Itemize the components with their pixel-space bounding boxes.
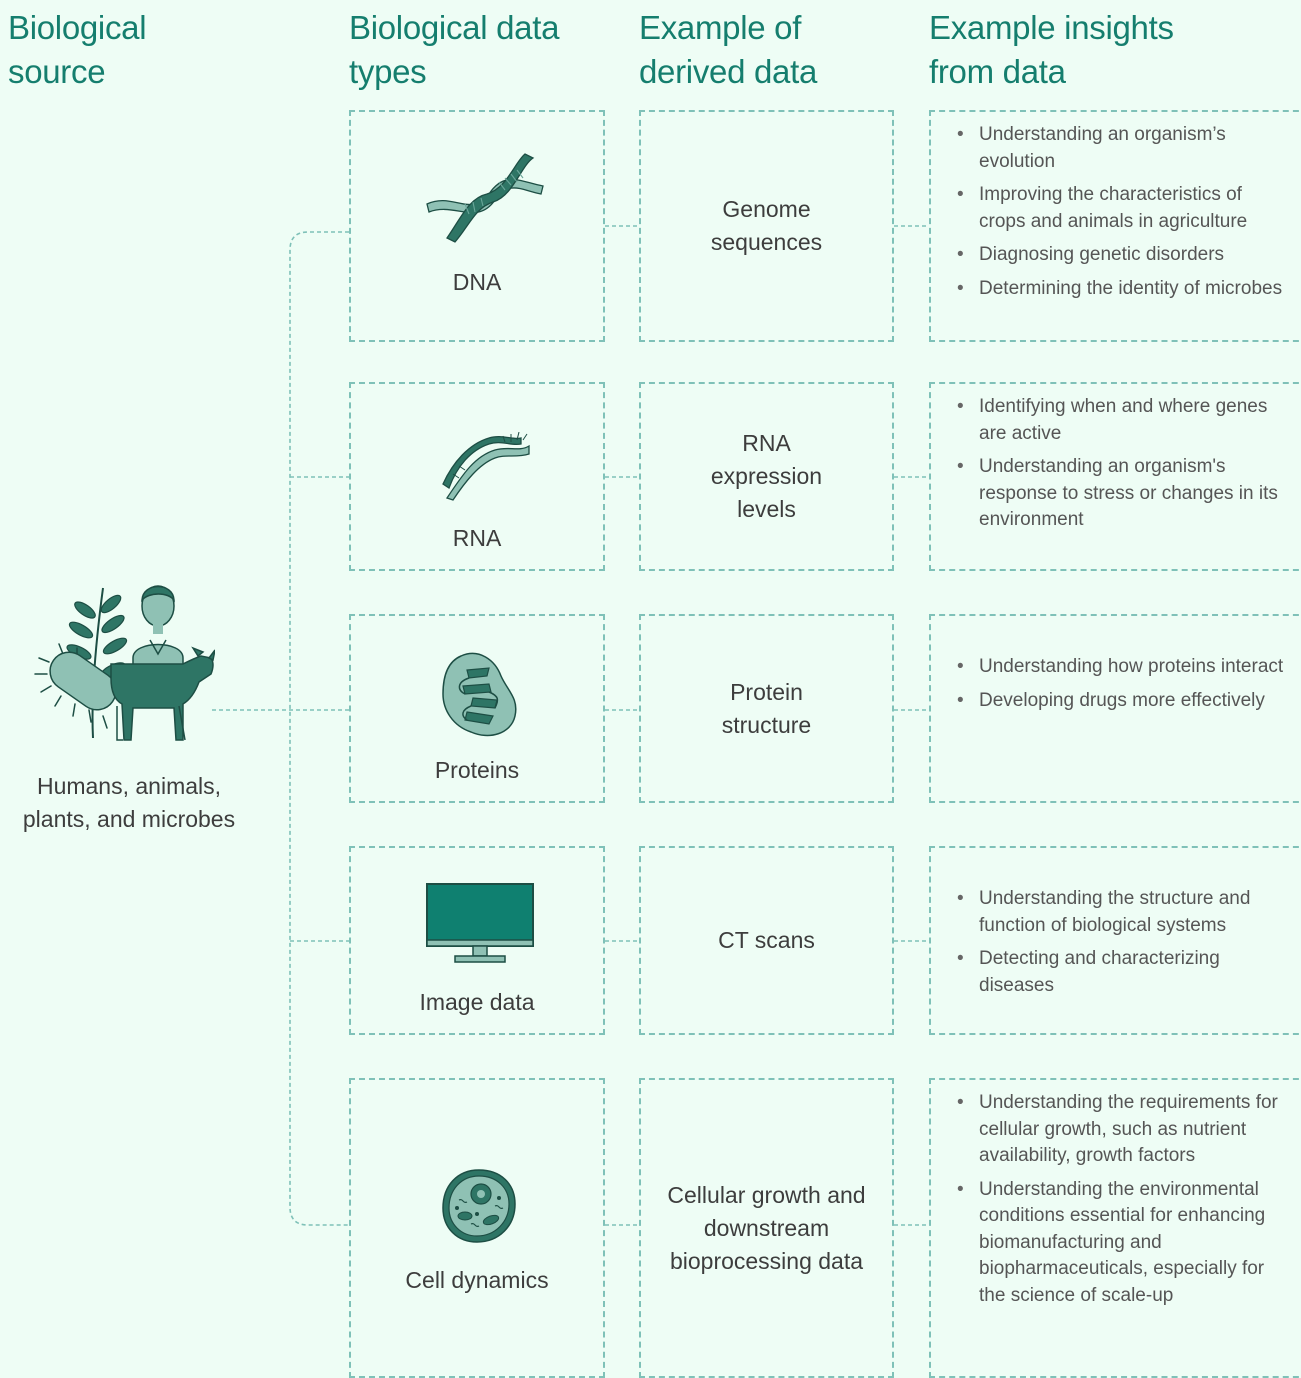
- data-type-label-image-data: Image data: [419, 989, 535, 1015]
- data-type-box-image-data: Image data: [349, 846, 605, 1035]
- derived-label: RNA expression levels: [710, 430, 823, 522]
- insight-item: Understanding the requirements for cellu…: [957, 1090, 1285, 1170]
- cell-icon: [442, 1169, 516, 1243]
- data-type-label-proteins: Proteins: [434, 757, 520, 783]
- data-type-label-cell-dynamics: Cell dynamics: [405, 1267, 549, 1293]
- data-type-label-rna: RNA: [452, 525, 502, 551]
- derived-label: Protein structure: [721, 678, 812, 738]
- insight-item: Improving the characteristics of crops a…: [957, 182, 1285, 235]
- derived-label: CT scans: [718, 927, 815, 953]
- protein-icon: [442, 652, 517, 737]
- derived-label: Cellular growth and downstream bioproces…: [667, 1181, 866, 1274]
- insight-item: Developing drugs more effectively: [957, 688, 1285, 715]
- derived-label: Genome sequences: [710, 196, 823, 255]
- data-type-box-cell-dynamics: Cell dynamics: [349, 1078, 605, 1378]
- insights-box-cell-dynamics: Understanding the requirements for cellu…: [929, 1078, 1301, 1378]
- human-animal-plant-microbe-icon: [34, 585, 215, 741]
- header-example-insights: Example insights from data: [929, 9, 1174, 90]
- derived-box-protein-structure: Protein structure: [639, 614, 894, 803]
- data-type-box-proteins: Proteins: [349, 614, 605, 803]
- monitor-icon: [426, 883, 534, 963]
- header-biological-data-types: Biological data types: [349, 9, 560, 90]
- insight-item: Determining the identity of microbes: [957, 276, 1285, 303]
- data-type-label-dna: DNA: [452, 269, 502, 295]
- insight-item: Detecting and characterizing diseases: [957, 946, 1285, 999]
- insight-item: Understanding the structure and function…: [957, 886, 1285, 939]
- derived-box-rna-expression: RNA expression levels: [639, 382, 894, 571]
- data-type-box-rna: RNA: [349, 382, 605, 571]
- source-label: Humans, animals, plants, and microbes: [22, 773, 236, 832]
- derived-box-genome-sequences: Genome sequences: [639, 110, 894, 342]
- header-biological-source: Biological source: [8, 9, 147, 90]
- derived-box-cellular-growth: Cellular growth and downstream bioproces…: [639, 1078, 894, 1378]
- insight-item: Identifying when and where genes are act…: [957, 394, 1285, 447]
- insights-box-rna: Identifying when and where genes are act…: [929, 382, 1301, 571]
- insight-item: Understanding the environmental conditio…: [957, 1177, 1285, 1310]
- insights-box-image-data: Understanding the structure and function…: [929, 846, 1301, 1035]
- insight-item: Understanding how proteins interact: [957, 654, 1285, 681]
- insight-item: Understanding an organism’s evolution: [957, 122, 1285, 175]
- insights-box-proteins: Understanding how proteins interact Deve…: [929, 614, 1301, 803]
- insight-item: Understanding an organism's response to …: [957, 454, 1285, 534]
- header-example-derived-data: Example of derived data: [639, 9, 818, 90]
- insights-box-dna: Understanding an organism’s evolution Im…: [929, 110, 1301, 342]
- rna-icon: [442, 432, 530, 501]
- dna-icon: [426, 153, 544, 243]
- data-type-box-dna: DNA: [349, 110, 605, 342]
- insight-item: Diagnosing genetic disorders: [957, 242, 1285, 269]
- derived-box-ct-scans: CT scans: [639, 846, 894, 1035]
